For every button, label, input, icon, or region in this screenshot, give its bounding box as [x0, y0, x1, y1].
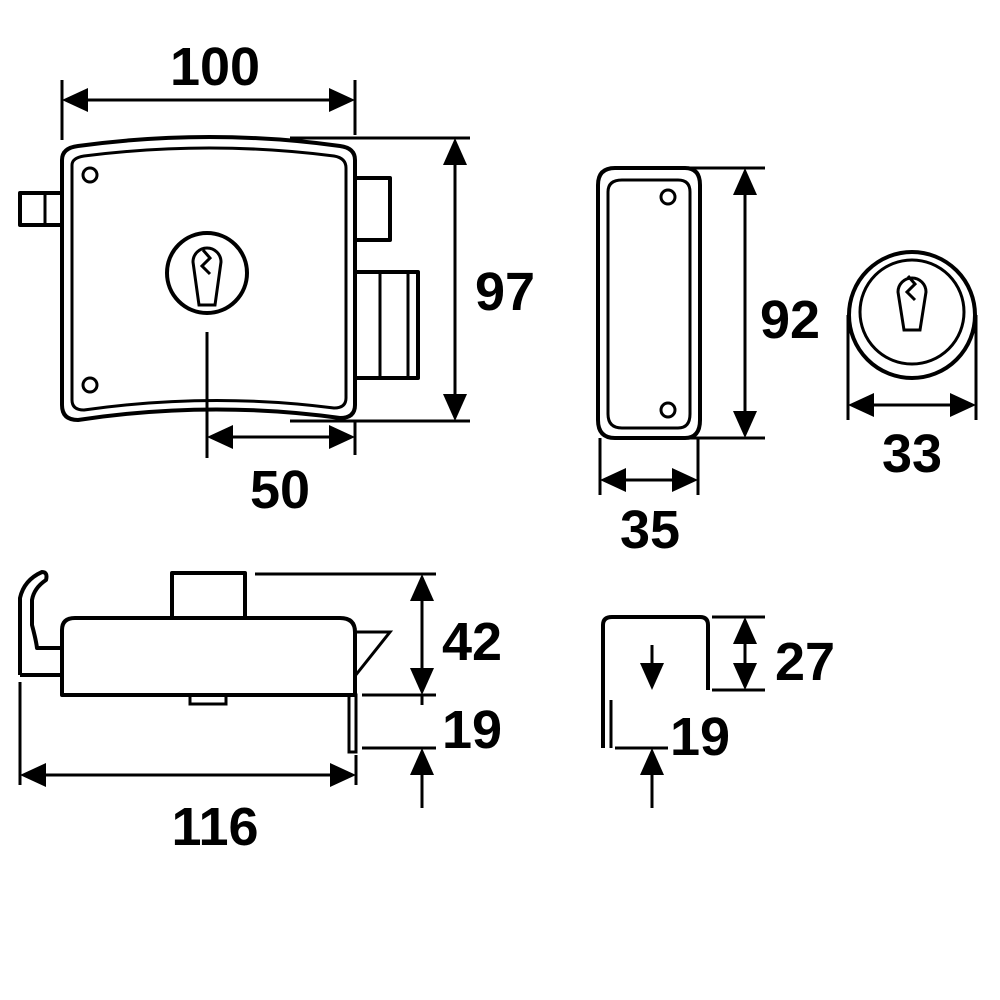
dimension-42: 42 [255, 572, 502, 750]
dimension-33: 33 [848, 393, 976, 484]
screw-icon [659, 401, 677, 419]
screw-icon [81, 166, 99, 184]
dimension-35: 35 [598, 438, 700, 560]
screw-icon [81, 376, 99, 394]
label-116: 116 [171, 797, 258, 857]
dimension-50: 50 [207, 420, 357, 520]
dimension-100: 100 [60, 37, 357, 140]
label-19-lower: 19 [442, 700, 502, 760]
label-27: 27 [775, 632, 835, 692]
label-35: 35 [620, 500, 680, 560]
dimension-92: 92 [688, 166, 820, 440]
front-view [18, 135, 420, 458]
top-view [18, 570, 394, 754]
label-97: 97 [475, 262, 535, 322]
label-42: 42 [442, 612, 502, 672]
dimension-116: 116 [18, 682, 358, 857]
keyhole-icon [191, 246, 223, 307]
label-50: 50 [250, 460, 310, 520]
lock-body-front [60, 135, 357, 422]
plate-view [596, 166, 702, 440]
label-33: 33 [882, 424, 942, 484]
label-100: 100 [170, 37, 260, 97]
rosette-view [846, 250, 978, 420]
label-92: 92 [760, 290, 820, 350]
bolt-left [18, 191, 64, 227]
dimension-97: 97 [290, 136, 535, 423]
screw-icon [659, 188, 677, 206]
label-19-keeper: 19 [670, 707, 730, 767]
dimension-19-lower: 19 [410, 695, 502, 808]
cylinder-icon [165, 231, 249, 315]
keeper-view [601, 615, 710, 748]
dimension-27: 27 [712, 615, 835, 692]
keyhole-icon [896, 276, 928, 332]
dimension-19-keeper: 19 [615, 645, 730, 808]
